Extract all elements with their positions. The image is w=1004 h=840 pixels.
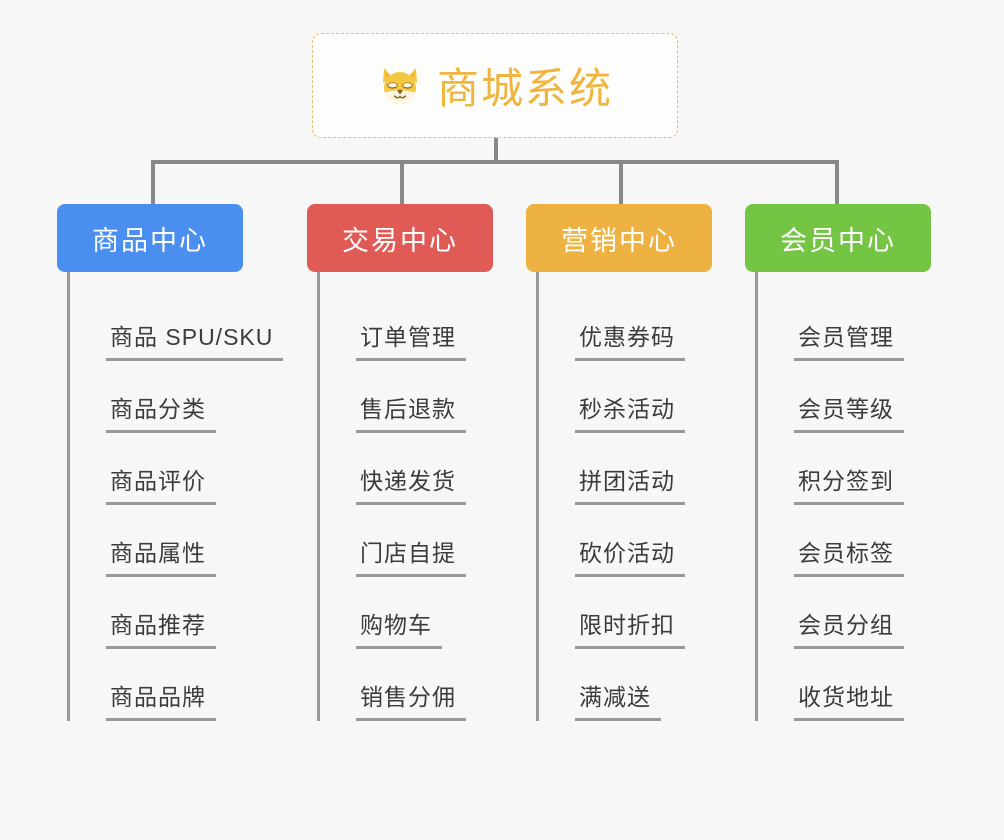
leaf-item[interactable]: 商品分类 (70, 361, 283, 433)
leaf-label: 会员等级 (794, 390, 904, 433)
leaf-item[interactable]: 砍价活动 (539, 505, 712, 577)
leaf-item[interactable]: 积分签到 (758, 433, 931, 505)
leaf-label: 商品推荐 (106, 606, 216, 649)
shiba-dog-face-icon (377, 63, 423, 109)
branch-head-label: 商品中心 (92, 225, 208, 256)
leaf-label: 收货地址 (794, 678, 904, 721)
leaf-label: 积分签到 (794, 462, 904, 505)
branch-交易中心: 交易中心 订单管理 售后退款 快递发货 门店自提 购物车 销售分佣 (307, 204, 493, 721)
leaf-item[interactable]: 商品 SPU/SKU (70, 289, 284, 361)
leaf-label: 快递发货 (356, 462, 466, 505)
branch-head-0[interactable]: 商品中心 (57, 204, 243, 272)
connector-drop-1 (400, 160, 404, 204)
branch-会员中心: 会员中心 会员管理 会员等级 积分签到 会员标签 会员分组 收货地址 (745, 204, 931, 721)
leaf-label: 订单管理 (356, 318, 466, 361)
leaf-item[interactable]: 订单管理 (320, 289, 493, 361)
leaf-item[interactable]: 商品推荐 (70, 577, 283, 649)
branch-head-label: 交易中心 (342, 225, 458, 256)
leaf-item[interactable]: 满减送 (539, 649, 712, 721)
branch-head-label: 营销中心 (561, 225, 677, 256)
connector-horizontal-bus (151, 160, 839, 164)
leaf-item[interactable]: 购物车 (320, 577, 493, 649)
leaf-label: 砍价活动 (575, 534, 685, 577)
leaf-item[interactable]: 门店自提 (320, 505, 493, 577)
branch-商品中心: 商品中心 商品 SPU/SKU 商品分类 商品评价 商品属性 商品推荐 商品品牌 (57, 204, 284, 721)
connector-drop-2 (619, 160, 623, 204)
leaf-item[interactable]: 商品属性 (70, 505, 283, 577)
leaf-label: 会员管理 (794, 318, 904, 361)
leaf-item[interactable]: 售后退款 (320, 361, 493, 433)
leaf-item[interactable]: 会员分组 (758, 577, 931, 649)
leaf-label: 商品分类 (106, 390, 216, 433)
leaf-label: 拼团活动 (575, 462, 685, 505)
leaf-item[interactable]: 销售分佣 (320, 649, 493, 721)
branch-head-label: 会员中心 (780, 225, 896, 256)
leaf-label: 商品评价 (106, 462, 216, 505)
leaf-item[interactable]: 快递发货 (320, 433, 493, 505)
leaf-item[interactable]: 收货地址 (758, 649, 931, 721)
branch-head-2[interactable]: 营销中心 (526, 204, 712, 272)
leaf-item[interactable]: 商品品牌 (70, 649, 283, 721)
branch-head-3[interactable]: 会员中心 (745, 204, 931, 272)
connector-root-stem (494, 138, 498, 163)
leaf-label: 购物车 (356, 606, 442, 649)
leaf-item[interactable]: 秒杀活动 (539, 361, 712, 433)
leaf-item[interactable]: 会员管理 (758, 289, 931, 361)
leaf-label: 售后退款 (356, 390, 466, 433)
leaf-label: 会员标签 (794, 534, 904, 577)
leaf-item[interactable]: 会员标签 (758, 505, 931, 577)
leaf-label: 会员分组 (794, 606, 904, 649)
leaf-label: 满减送 (575, 678, 661, 721)
leaf-item[interactable]: 商品评价 (70, 433, 283, 505)
leaf-item[interactable]: 优惠券码 (539, 289, 712, 361)
branch-head-1[interactable]: 交易中心 (307, 204, 493, 272)
leaf-label: 限时折扣 (575, 606, 685, 649)
leaf-item[interactable]: 限时折扣 (539, 577, 712, 649)
leaf-label: 商品 SPU/SKU (106, 318, 284, 361)
leaf-label: 商品属性 (106, 534, 216, 577)
leaf-list-2: 优惠券码 秒杀活动 拼团活动 砍价活动 限时折扣 满减送 (536, 272, 712, 721)
leaf-item[interactable]: 拼团活动 (539, 433, 712, 505)
leaf-list-3: 会员管理 会员等级 积分签到 会员标签 会员分组 收货地址 (755, 272, 931, 721)
leaf-item[interactable]: 会员等级 (758, 361, 931, 433)
leaf-label: 商品品牌 (106, 678, 216, 721)
leaf-label: 优惠券码 (575, 318, 685, 361)
root-title: 商城系统 (436, 65, 613, 112)
connector-drop-0 (151, 160, 155, 204)
leaf-label: 秒杀活动 (575, 390, 685, 433)
leaf-list-1: 订单管理 售后退款 快递发货 门店自提 购物车 销售分佣 (317, 272, 493, 721)
leaf-label: 门店自提 (356, 534, 466, 577)
leaf-label: 销售分佣 (356, 678, 466, 721)
root-node-商城系统[interactable]: 商城系统 (312, 33, 678, 138)
leaf-list-0: 商品 SPU/SKU 商品分类 商品评价 商品属性 商品推荐 商品品牌 (67, 272, 284, 721)
connector-drop-3 (835, 160, 839, 204)
branch-营销中心: 营销中心 优惠券码 秒杀活动 拼团活动 砍价活动 限时折扣 满减送 (526, 204, 712, 721)
